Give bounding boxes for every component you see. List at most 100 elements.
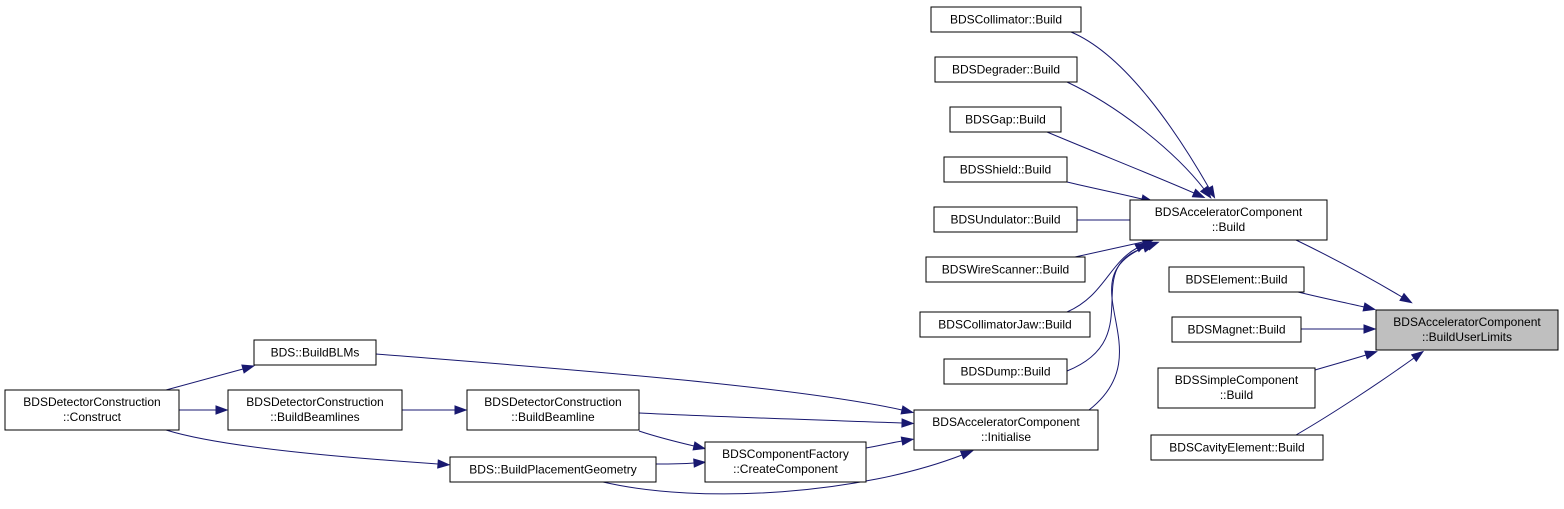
edge-line xyxy=(638,412,903,424)
node-label-line: BDSSimpleComponent xyxy=(1175,373,1299,387)
edge-placement-to-initialise xyxy=(602,450,974,495)
node-buildblms[interactable]: BDS::BuildBLMs xyxy=(253,339,377,366)
node-box xyxy=(943,358,1068,385)
edge-line xyxy=(602,454,963,495)
edge-line xyxy=(165,429,439,465)
node-dc-construct[interactable]: BDSDetectorConstruction::Construct xyxy=(4,389,180,431)
node-degrader-build[interactable]: BDSDegrader::Build xyxy=(934,56,1078,83)
edge-line xyxy=(1295,239,1403,298)
node-label-line: BDSAcceleratorComponent xyxy=(1393,315,1541,329)
node-box xyxy=(934,56,1078,83)
node-box xyxy=(449,456,657,483)
node-gap-build[interactable]: BDSGap::Build xyxy=(949,106,1062,133)
edge-line xyxy=(1074,241,1144,258)
node-dump-build[interactable]: BDSDump::Build xyxy=(943,358,1068,385)
edge-initialise-to-acc-build xyxy=(1088,241,1160,411)
edge-dc-construct-to-buildblms xyxy=(165,364,255,391)
node-placement[interactable]: BDS::BuildPlacementGeometry xyxy=(449,456,657,483)
node-box xyxy=(933,206,1078,233)
node-magnet-build[interactable]: BDSMagnet::Build xyxy=(1171,316,1302,343)
node-label-line: BDSDump::Build xyxy=(960,365,1050,379)
node-simple-build[interactable]: BDSSimpleComponent::Build xyxy=(1157,367,1316,409)
node-shield-build[interactable]: BDSShield::Build xyxy=(943,156,1068,183)
node-label-line: ::Build xyxy=(1212,220,1245,234)
arrowhead xyxy=(901,418,915,428)
node-label-line: ::Construct xyxy=(63,410,122,424)
arrowhead xyxy=(900,436,915,446)
node-label-line: BDSElement::Build xyxy=(1185,273,1287,287)
node-label-line: ::BuildBeamline xyxy=(511,410,595,424)
node-box xyxy=(949,106,1062,133)
edge-line xyxy=(1066,81,1205,190)
node-label-line: BDS::BuildBLMs xyxy=(271,346,360,360)
node-jaw-build[interactable]: BDSCollimatorJaw::Build xyxy=(919,311,1091,338)
arrowhead xyxy=(1399,292,1413,304)
node-undulator-build[interactable]: BDSUndulator::Build xyxy=(933,206,1078,233)
node-label-line: BDSShield::Build xyxy=(960,163,1051,177)
node-label-line: BDSMagnet::Build xyxy=(1187,323,1285,337)
edge-line xyxy=(638,430,695,447)
node-box xyxy=(1129,199,1328,241)
node-box xyxy=(919,311,1091,338)
node-box xyxy=(704,441,867,483)
node-box xyxy=(466,389,640,431)
node-wirescanner-build[interactable]: BDSWireScanner::Build xyxy=(925,256,1086,283)
edge-magnet-build-to-root xyxy=(1301,324,1377,334)
edge-element-build-to-root xyxy=(1297,291,1377,312)
arrowhead xyxy=(692,441,707,451)
edge-buildblms-to-initialise xyxy=(375,353,915,415)
node-dc-buildbeamlines[interactable]: BDSDetectorConstruction::BuildBeamlines xyxy=(227,389,403,431)
edge-line xyxy=(1295,357,1415,436)
node-box xyxy=(930,6,1082,33)
edge-line xyxy=(1066,247,1138,313)
node-label-line: ::BuildBeamlines xyxy=(270,410,359,424)
edge-degrader-build-to-acc-build xyxy=(1066,81,1212,199)
node-initialise[interactable]: BDSAcceleratorComponent::Initialise xyxy=(913,409,1099,451)
edge-line xyxy=(865,440,903,449)
node-acc-build[interactable]: BDSAcceleratorComponent::Build xyxy=(1129,199,1328,241)
edge-acc-build-to-root xyxy=(1295,239,1413,304)
node-box xyxy=(1157,367,1316,409)
arrowhead xyxy=(1364,350,1378,360)
arrowhead xyxy=(437,459,451,469)
arrowhead xyxy=(693,458,707,468)
arrowhead xyxy=(1363,324,1377,334)
node-label-line: BDSCollimatorJaw::Build xyxy=(938,318,1071,332)
edge-line xyxy=(1046,131,1195,194)
node-collimator-build[interactable]: BDSCollimator::Build xyxy=(930,6,1082,33)
node-element-build[interactable]: BDSElement::Build xyxy=(1168,266,1305,293)
node-label-line: BDSCavityElement::Build xyxy=(1169,441,1304,455)
arrowhead xyxy=(959,450,974,460)
node-box xyxy=(913,409,1099,451)
edge-collimator-build-to-acc-build xyxy=(1070,31,1216,199)
edge-simple-build-to-root xyxy=(1314,350,1378,371)
edge-line xyxy=(1297,291,1365,308)
edge-line xyxy=(165,368,244,391)
edge-line xyxy=(375,353,903,411)
node-box xyxy=(1375,309,1559,351)
arrowhead xyxy=(1191,188,1206,198)
edge-placement-to-cf-create xyxy=(655,458,707,468)
arrowhead xyxy=(1362,302,1377,312)
edge-cf-create-to-initialise xyxy=(865,436,915,449)
node-cf-create[interactable]: BDSComponentFactory::CreateComponent xyxy=(704,441,867,483)
edge-dc-buildbeamline-to-initialise xyxy=(638,412,915,428)
arrowhead xyxy=(1199,185,1212,199)
node-cavity-build[interactable]: BDSCavityElement::Build xyxy=(1150,434,1324,461)
node-box xyxy=(253,339,377,366)
node-dc-buildbeamline[interactable]: BDSDetectorConstruction::BuildBeamline xyxy=(466,389,640,431)
arrowhead xyxy=(900,405,915,415)
edge-gap-build-to-acc-build xyxy=(1046,131,1206,198)
edge-line xyxy=(1314,354,1367,371)
node-label-line: BDSUndulator::Build xyxy=(950,213,1060,227)
node-label-line: ::Build xyxy=(1220,388,1253,402)
node-label-line: BDS::BuildPlacementGeometry xyxy=(469,463,636,477)
edge-line xyxy=(1070,31,1210,189)
node-label-line: BDSAcceleratorComponent xyxy=(1155,205,1303,219)
node-box xyxy=(1150,434,1324,461)
node-label-line: ::BuildUserLimits xyxy=(1422,330,1512,344)
node-root: BDSAcceleratorComponent::BuildUserLimits xyxy=(1375,309,1559,351)
node-label-line: BDSDetectorConstruction xyxy=(23,395,160,409)
edge-dc-buildbeamline-to-cf-create xyxy=(638,430,707,451)
node-label-line: BDSDetectorConstruction xyxy=(484,395,621,409)
